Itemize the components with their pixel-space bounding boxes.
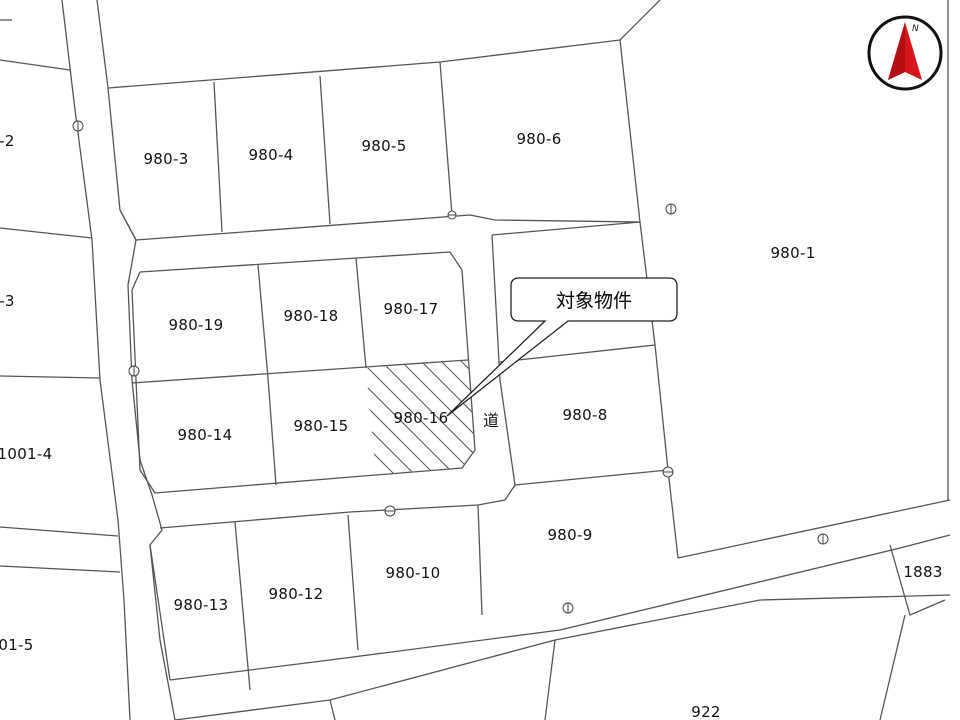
edge-label-3: -3 xyxy=(0,292,15,310)
plot-label-980-4: 980-4 xyxy=(248,146,294,164)
plot-label-980-17: 980-17 xyxy=(383,300,439,318)
plot-label-980-9: 980-9 xyxy=(547,526,593,544)
plot-label-980-14: 980-14 xyxy=(177,426,233,444)
plot-label-980-18: 980-18 xyxy=(283,307,339,325)
north-compass-icon: N xyxy=(866,14,944,92)
plot-label-1883: 1883 xyxy=(903,563,943,581)
plot-label-980-13: 980-13 xyxy=(173,596,229,614)
target-callout: 対象物件 xyxy=(511,278,677,321)
plot-label-922: 922 xyxy=(691,703,721,720)
plot-label-980-6: 980-6 xyxy=(516,130,562,148)
plot-label-980-8: 980-8 xyxy=(562,406,608,424)
compass-north-label: N xyxy=(912,24,919,34)
target-callout-text: 対象物件 xyxy=(555,290,632,312)
plot-label-980-12: 980-12 xyxy=(268,585,324,603)
edge-label-01-5: 01-5 xyxy=(0,636,34,654)
plot-label-980-3: 980-3 xyxy=(143,150,189,168)
edge-label-2: -2 xyxy=(0,132,15,150)
plot-label-980-1: 980-1 xyxy=(770,244,816,262)
plot-label-980-5: 980-5 xyxy=(361,137,407,155)
plot-label-980-15: 980-15 xyxy=(293,417,349,435)
plot-label-980-10: 980-10 xyxy=(385,564,441,582)
plot-label-980-16: 980-16 xyxy=(393,409,449,427)
road-label: 道 xyxy=(482,411,500,430)
edge-label-1001-4: 1001-4 xyxy=(0,445,53,463)
plot-label-980-19: 980-19 xyxy=(168,316,224,334)
survey-markers xyxy=(72,120,829,614)
target-hatching xyxy=(366,360,475,475)
target-callout-shape xyxy=(446,277,678,417)
